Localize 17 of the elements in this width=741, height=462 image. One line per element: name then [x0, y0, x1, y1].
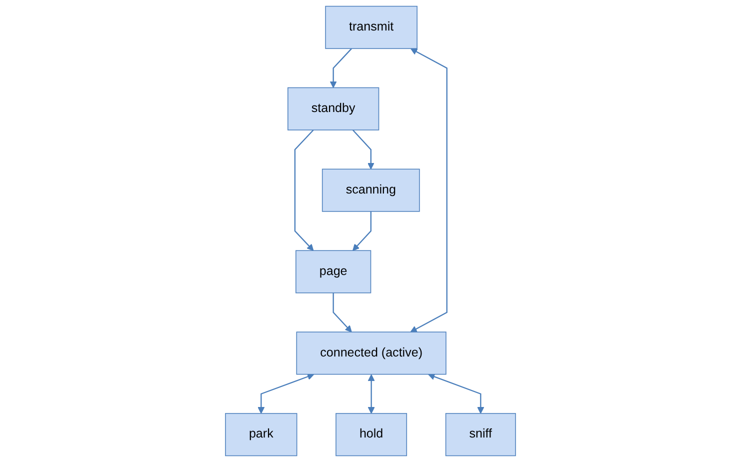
node-box: standby — [288, 87, 380, 130]
node-box: connected (active) — [296, 332, 446, 375]
arrow — [368, 374, 375, 414]
arrow — [352, 211, 372, 251]
arrow — [294, 130, 314, 251]
arrow — [428, 373, 484, 414]
arrow — [330, 48, 352, 88]
node-box: sniff — [445, 413, 516, 456]
node-box: park — [225, 413, 298, 456]
node-box: page — [296, 250, 372, 294]
arrow — [410, 48, 448, 332]
arrow — [258, 373, 314, 414]
arrow — [352, 130, 374, 170]
node-box: hold — [336, 413, 408, 456]
arrow — [332, 292, 352, 332]
node-box: scanning — [322, 168, 420, 212]
node-box: transmit — [325, 6, 418, 49]
